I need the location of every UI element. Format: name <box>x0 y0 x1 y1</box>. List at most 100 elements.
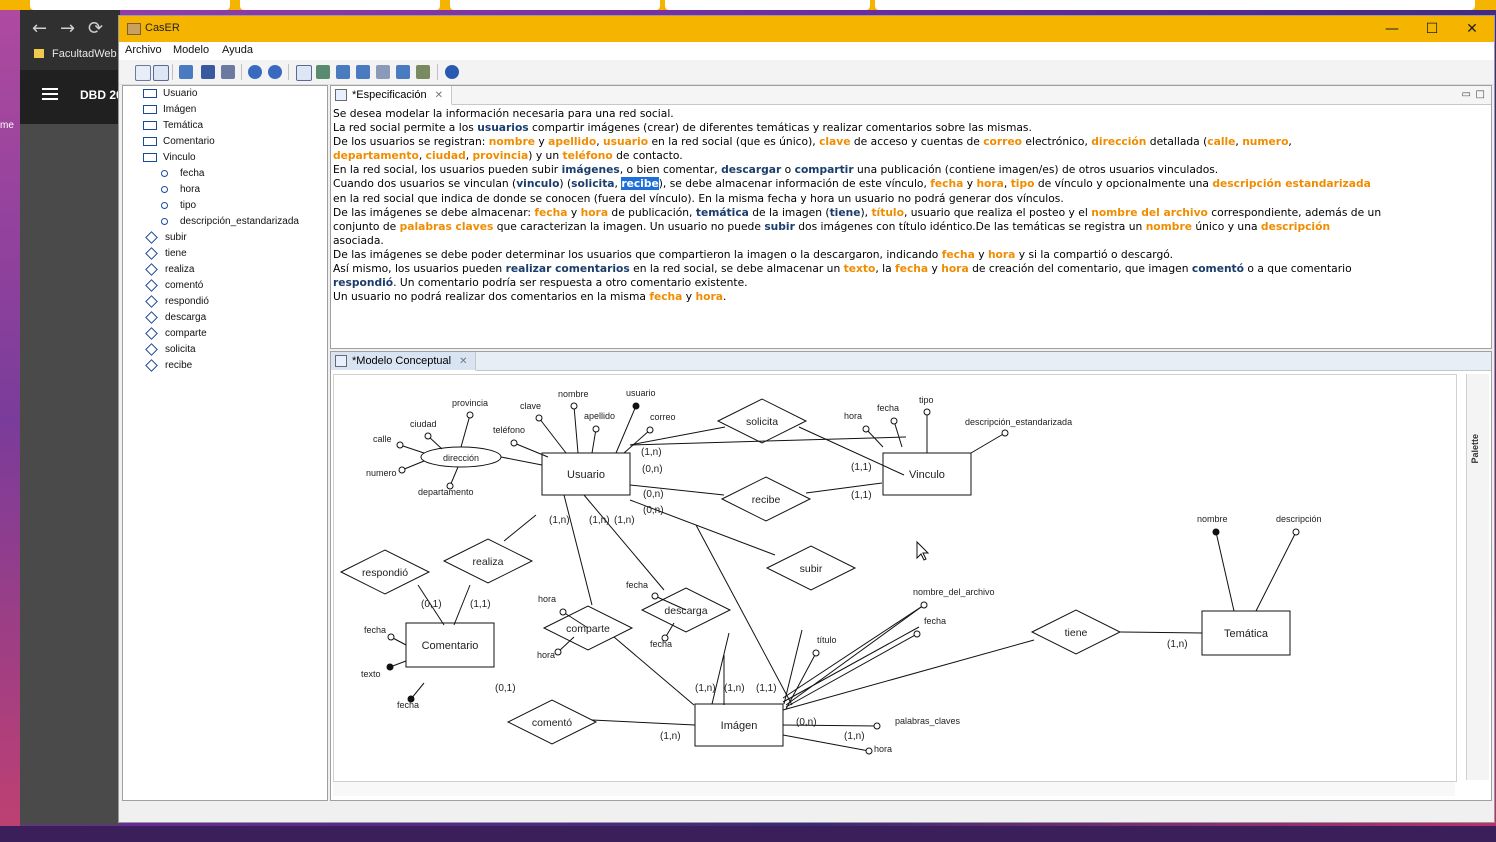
export-icon[interactable] <box>336 65 350 79</box>
er-edge <box>782 626 920 703</box>
tree-rel-respondio[interactable]: respondió <box>145 294 209 311</box>
hamburger-icon[interactable] <box>42 88 58 90</box>
tree-rel-recibe[interactable]: recibe <box>145 358 193 375</box>
close-tab-icon[interactable]: ✕ <box>459 356 468 367</box>
tree-attr-tipo[interactable]: tipo <box>161 200 196 215</box>
tree-entity-usuario[interactable]: Usuario <box>143 88 197 103</box>
tree-entity-comentario[interactable]: Comentario <box>143 136 215 151</box>
web-page: DBD 20 <box>20 70 123 825</box>
spec-term: título <box>871 205 904 219</box>
menu-archivo[interactable]: Archivo <box>125 44 162 56</box>
relation-label: tiene <box>1065 627 1088 639</box>
validate-icon[interactable] <box>416 65 430 79</box>
tab-especificacion[interactable]: *Especificación✕ <box>331 86 452 105</box>
spec-text: de la imagen ( <box>748 205 830 219</box>
tree-rel-comento[interactable]: comentó <box>145 278 203 295</box>
transform-icon[interactable] <box>356 65 370 79</box>
zoom-out-icon[interactable] <box>248 65 262 79</box>
import-icon[interactable] <box>153 65 169 81</box>
maximize-button[interactable]: ☐ <box>1425 21 1439 37</box>
spec-text: , <box>418 149 426 163</box>
new-file-icon[interactable] <box>135 65 151 81</box>
tree-rel-realiza[interactable]: realiza <box>145 262 195 279</box>
spec-text: y <box>534 135 549 149</box>
relation-comento[interactable] <box>506 699 598 745</box>
spec-term: hora <box>987 247 1016 261</box>
tree-entity-imagen[interactable]: Imágen <box>143 104 196 119</box>
menu-ayuda[interactable]: Ayuda <box>222 44 253 56</box>
entity-usuario[interactable] <box>541 452 631 496</box>
tree-rel-descarga[interactable]: descarga <box>145 310 206 327</box>
convert-icon[interactable] <box>396 65 410 79</box>
relation-icon <box>145 246 158 260</box>
spec-text: de acceso y cuentas de <box>850 135 984 149</box>
relation-recibe[interactable] <box>720 476 812 522</box>
tab-modelo-conceptual[interactable]: *Modelo Conceptual✕ <box>331 352 477 371</box>
browser-tab[interactable] <box>875 0 1475 10</box>
entity-imagen[interactable] <box>694 703 784 747</box>
close-button[interactable]: ✕ <box>1466 21 1478 37</box>
attribute-dot <box>646 426 654 434</box>
relation-icon <box>145 294 158 308</box>
spec-term: teléfono <box>562 149 613 163</box>
tree-label: respondió <box>165 296 209 307</box>
document-icon[interactable] <box>296 65 312 81</box>
tree-entity-tematica[interactable]: Temática <box>143 120 203 135</box>
desktop-edge: me <box>0 0 20 842</box>
entity-vinculo[interactable] <box>882 452 972 496</box>
relation-subir[interactable] <box>765 545 857 591</box>
attribute-dot <box>398 466 406 474</box>
open-icon[interactable] <box>179 65 193 79</box>
tree-rel-subir[interactable]: subir <box>145 230 187 247</box>
minimize-button[interactable]: — <box>1385 21 1399 37</box>
attribute-label: descripción_estandarizada <box>965 417 1072 427</box>
tree-entity-vinculo[interactable]: Vinculo <box>143 152 196 167</box>
print-icon[interactable] <box>221 65 235 79</box>
tree-rel-comparte[interactable]: comparte <box>145 326 207 343</box>
save-icon[interactable] <box>201 65 215 79</box>
tree-label: fecha <box>180 168 205 179</box>
tree-label: realiza <box>165 264 195 275</box>
tree-attr-hora[interactable]: hora <box>161 184 200 199</box>
spec-text: , <box>465 149 473 163</box>
tree-attr-descripcion[interactable]: descripción_estandarizada <box>161 216 299 231</box>
back-icon[interactable]: ← <box>32 18 48 39</box>
minimize-view-icon[interactable]: ▭ <box>1461 89 1471 100</box>
cardinality-label: (0,1) <box>421 599 442 610</box>
toolbar-separator <box>437 64 438 80</box>
entity-tematica[interactable] <box>1201 610 1291 656</box>
maximize-view-icon[interactable]: □ <box>1475 89 1485 100</box>
browser-tab[interactable] <box>665 0 870 10</box>
browser-tab[interactable] <box>30 0 230 10</box>
layers-icon[interactable] <box>376 65 390 79</box>
zoom-in-icon[interactable] <box>268 65 282 79</box>
bookmarks-bar: FacultadWeb <box>20 40 120 70</box>
entity-icon <box>143 104 157 114</box>
relation-respondio[interactable] <box>339 549 431 595</box>
diagram-icon[interactable] <box>316 65 330 79</box>
tree-rel-tiene[interactable]: tiene <box>145 246 187 263</box>
browser-tab[interactable] <box>240 0 440 10</box>
tree-attr-fecha[interactable]: fecha <box>161 168 204 183</box>
palette-panel[interactable]: Palette <box>1466 374 1489 780</box>
spec-term: nombre <box>488 135 535 149</box>
close-tab-icon[interactable]: ✕ <box>434 90 443 101</box>
menu-modelo[interactable]: Modelo <box>173 44 210 56</box>
spec-term: fecha <box>534 205 568 219</box>
bookmark-facultadweb[interactable]: FacultadWeb <box>52 48 117 60</box>
reload-icon[interactable]: ⟳ <box>88 18 104 39</box>
specification-text[interactable]: Se desea modelar la información necesari… <box>333 107 1473 304</box>
horizontal-scrollbar[interactable] <box>333 782 1455 796</box>
spec-text: en la red social, se debe almacenar un <box>629 262 844 276</box>
tree-rel-solicita[interactable]: solicita <box>145 342 196 359</box>
help-icon[interactable] <box>445 65 459 79</box>
relation-solicita[interactable] <box>716 398 808 444</box>
tree-label: recibe <box>165 360 193 371</box>
entity-comentario[interactable] <box>405 622 495 668</box>
relation-realiza[interactable] <box>442 538 534 584</box>
browser-tab[interactable] <box>450 0 660 10</box>
vertical-scrollbar[interactable] <box>1479 108 1489 340</box>
forward-icon[interactable]: → <box>60 18 76 39</box>
